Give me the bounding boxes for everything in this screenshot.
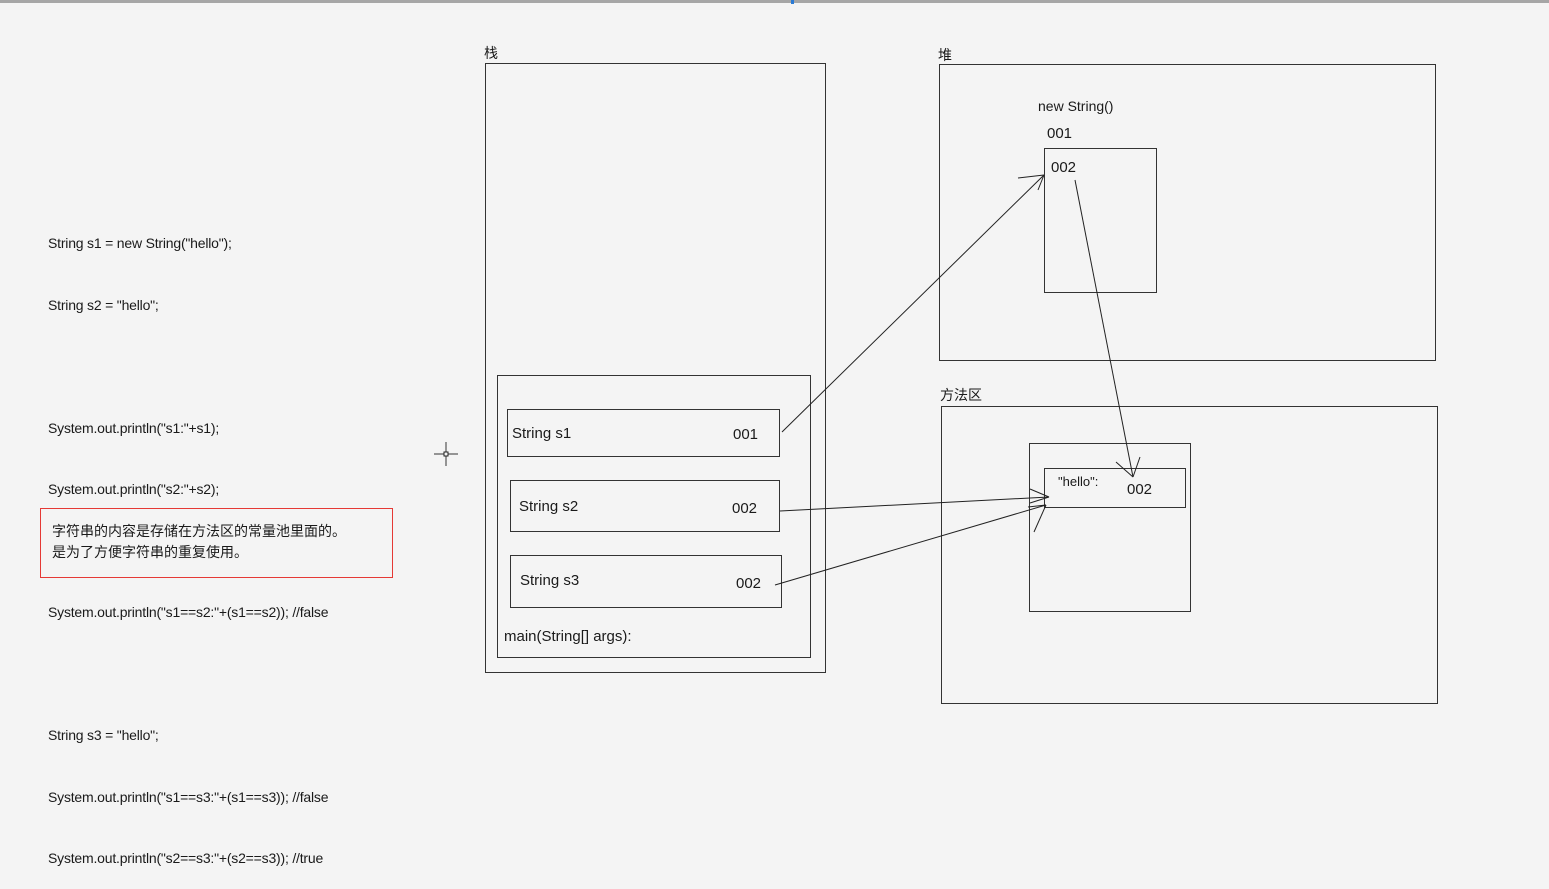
code-line: System.out.println("s1==s3:"+(s1==s3)); … xyxy=(48,788,329,805)
heap-object-value: 002 xyxy=(1051,159,1077,176)
pool-entry-text: "hello": xyxy=(1058,474,1099,489)
code-line: System.out.println("s1:"+s1); xyxy=(48,419,220,436)
note-line: 字符串的内容是存储在方法区的常量池里面的。 xyxy=(52,523,346,539)
var-name: String s1 xyxy=(512,425,572,442)
crosshair-cursor-icon xyxy=(434,442,458,466)
heap-region xyxy=(939,64,1436,361)
var-name: String s2 xyxy=(519,498,579,515)
code-line xyxy=(48,664,328,685)
code-line: String s3 = "hello"; xyxy=(48,727,159,743)
code-line: System.out.println("s2:"+s2); xyxy=(48,481,220,497)
stack-var-s1 xyxy=(507,409,780,457)
code-line xyxy=(48,356,328,377)
method-area-label: 方法区 xyxy=(940,387,982,403)
code-line: System.out.println("s2==s3:"+(s2==s3)); … xyxy=(48,850,324,866)
top-border xyxy=(0,0,1549,3)
note-line: 是为了方便字符串的重复使用。 xyxy=(52,544,248,560)
heap-object-address: 001 xyxy=(1047,125,1073,142)
main-frame-label: main(String[] args): xyxy=(504,628,632,645)
var-value: 002 xyxy=(736,575,762,592)
code-line: System.out.println("s1==s2:"+(s1==s2)); … xyxy=(48,604,329,620)
note-box: 字符串的内容是存储在方法区的常量池里面的。 是为了方便字符串的重复使用。 xyxy=(40,508,393,578)
pool-entry-address: 002 xyxy=(1127,481,1153,498)
var-name: String s3 xyxy=(520,572,580,589)
stack-label: 栈 xyxy=(484,45,498,61)
top-marker xyxy=(791,0,794,4)
heap-label: 堆 xyxy=(938,47,952,63)
heap-object-label: new String() xyxy=(1038,98,1114,114)
code-line: String s1 = new String("hello"); xyxy=(48,235,232,251)
var-value: 002 xyxy=(732,500,758,517)
var-value: 001 xyxy=(733,426,759,443)
code-line: String s2 = "hello"; xyxy=(48,296,159,313)
